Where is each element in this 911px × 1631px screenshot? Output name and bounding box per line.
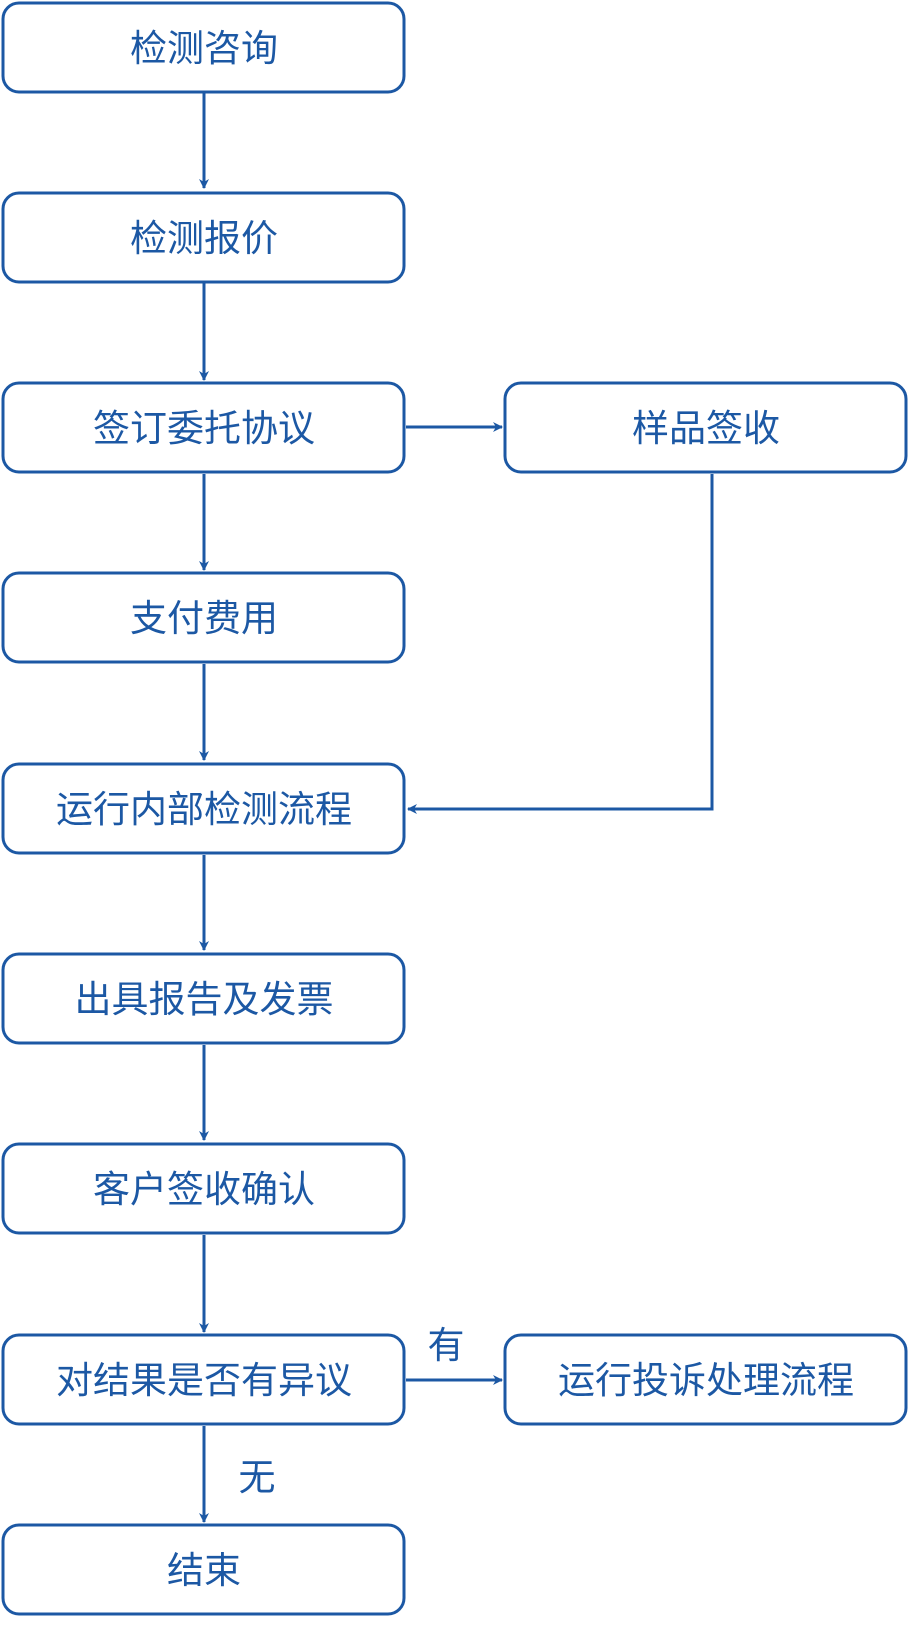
node-sample-receipt: 样品签收 [503, 381, 908, 474]
node-quote: 检测报价 [1, 191, 406, 284]
node-customer-confirm-label: 客户签收确认 [93, 1168, 315, 1211]
node-consult: 检测咨询 [1, 1, 406, 94]
node-end: 结束 [1, 1523, 406, 1616]
node-objection-check: 对结果是否有异议 [1, 1333, 406, 1426]
node-internal-process: 运行内部检测流程 [1, 762, 406, 855]
node-sample-receipt-label: 样品签收 [632, 407, 780, 450]
node-complaint-process-label: 运行投诉处理流程 [558, 1359, 854, 1402]
edge-sample-to-internal [407, 474, 714, 814]
node-payment-label: 支付费用 [130, 597, 278, 640]
node-end-label: 结束 [167, 1549, 241, 1592]
node-complaint-process: 运行投诉处理流程 [503, 1333, 908, 1426]
node-consult-label: 检测咨询 [130, 27, 278, 70]
node-payment: 支付费用 [1, 571, 406, 664]
node-agreement: 签订委托协议 [1, 381, 406, 474]
edge-label-no: 无 [239, 1456, 276, 1499]
node-objection-check-label: 对结果是否有异议 [56, 1359, 352, 1402]
edge-label-yes: 有 [428, 1324, 465, 1367]
node-customer-confirm: 客户签收确认 [1, 1142, 406, 1235]
node-agreement-label: 签订委托协议 [93, 407, 315, 450]
node-quote-label: 检测报价 [130, 217, 278, 260]
node-report-invoice: 出具报告及发票 [1, 952, 406, 1045]
node-report-invoice-label: 出具报告及发票 [75, 978, 334, 1021]
node-internal-process-label: 运行内部检测流程 [56, 788, 352, 831]
